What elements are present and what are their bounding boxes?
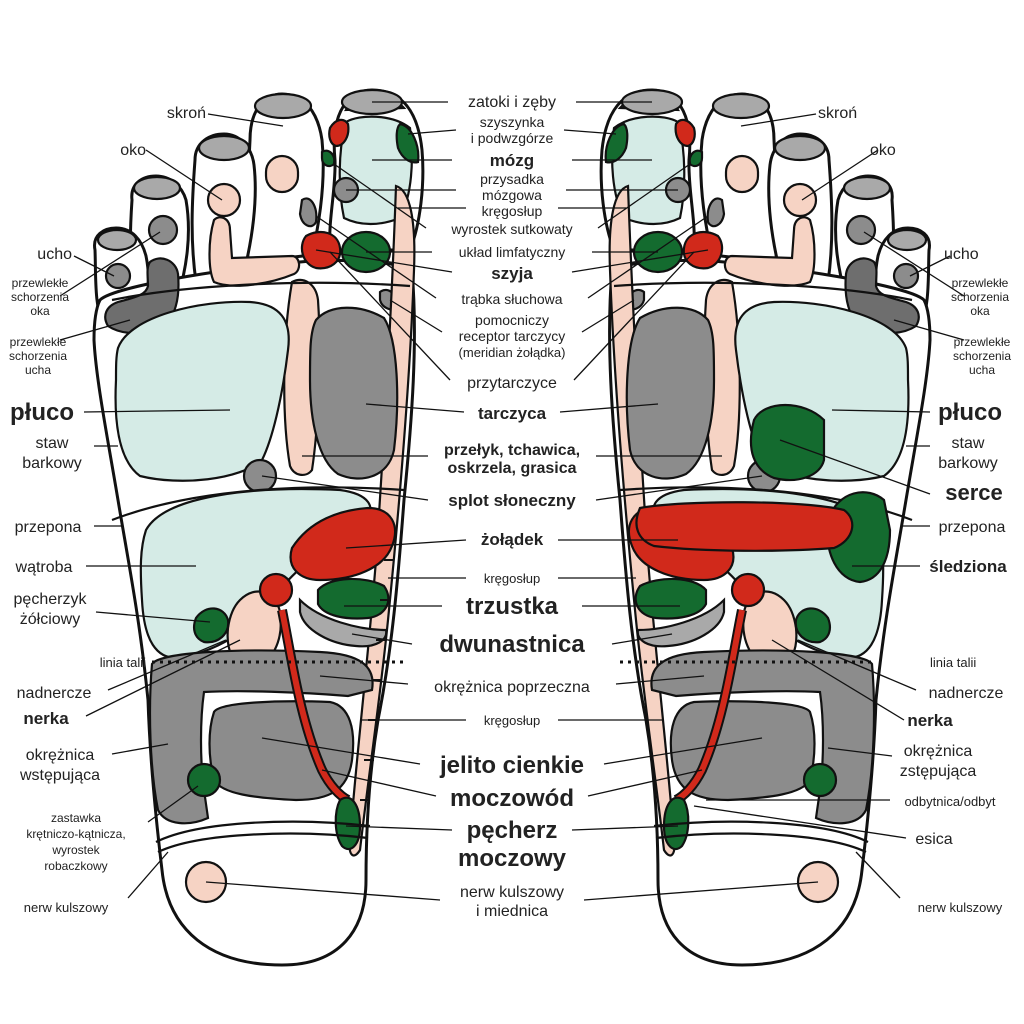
label-szyszynka-2: i podwzgórze — [471, 130, 554, 146]
left-label-chor-oka-1: przewlekłe — [12, 276, 69, 290]
left-label-chor-oka-3: oka — [30, 304, 50, 318]
right-label-przepona: przepona — [939, 519, 1006, 536]
label-przelyk-2: oskrzela, grasica — [448, 460, 577, 477]
right-label-esica: esica — [915, 831, 952, 848]
left-label-okreznica-1: okrężnica — [26, 747, 95, 764]
left-label-pluco: płuco — [10, 399, 74, 426]
right-label-chor-oka-2: schorzenia — [951, 290, 1009, 304]
right-label-nerw: nerw kulszowy — [918, 900, 1003, 915]
left-label-watroba: wątroba — [15, 559, 73, 576]
label-pomocniczy-3: (meridian żołądka) — [459, 345, 566, 360]
label-szyszynka-1: szyszynka — [480, 114, 545, 130]
right-label-sledziona: śledziona — [929, 557, 1007, 576]
label-moczowod: moczowód — [450, 785, 574, 812]
right-label-chor-oka-3: oka — [970, 304, 990, 318]
right-label-linia: linia talii — [930, 655, 976, 670]
left-label-przepona: przepona — [15, 519, 82, 536]
left-label-chor-ucha-3: ucha — [25, 363, 51, 377]
label-mozg: mózg — [490, 151, 534, 170]
left-label-zastawka-4: robaczkowy — [44, 859, 107, 873]
left-foot — [94, 90, 423, 965]
label-nerw-1: nerw kulszowy — [460, 884, 564, 901]
label-szyja: szyja — [491, 264, 533, 283]
right-label-oko: oko — [870, 142, 896, 159]
right-label-odbytnica: odbytnica/odbyt — [904, 794, 995, 809]
right-label-chor-oka-1: przewlekłe — [952, 276, 1009, 290]
left-label-nerka: nerka — [23, 709, 69, 728]
label-pomocniczy-1: pomocniczy — [475, 312, 549, 328]
right-label-chor-ucha-3: ucha — [969, 363, 995, 377]
right-label-staw-2: barkowy — [938, 455, 998, 472]
label-tarczyca: tarczyca — [478, 404, 547, 423]
label-trabka: trąbka słuchowa — [461, 291, 562, 307]
right-label-nadnercze: nadnercze — [929, 685, 1004, 702]
left-label-ucho: ucho — [37, 246, 72, 263]
label-przysadka-2: mózgowa — [482, 187, 542, 203]
right-labels: skroń oko ucho przewlekłe schorzenia oka… — [818, 105, 1011, 915]
left-label-nerw: nerw kulszowy — [24, 900, 109, 915]
left-label-linia: linia talii — [100, 655, 146, 670]
left-label-zastawka-1: zastawka — [51, 811, 101, 825]
label-kregoslup-low: kręgosłup — [484, 713, 540, 728]
left-label-nadnercze: nadnercze — [17, 685, 92, 702]
label-splot: splot słoneczny — [448, 491, 576, 510]
label-przelyk-1: przełyk, tchawica, — [444, 442, 580, 459]
label-przysadka-1: przysadka — [480, 171, 544, 187]
left-label-skron: skroń — [167, 105, 206, 122]
left-label-pecherzyk-1: pęcherzyk — [14, 591, 88, 608]
label-okreznica-poprz: okrężnica poprzeczna — [434, 679, 590, 696]
right-label-pluco: płuco — [938, 399, 1002, 426]
left-label-staw-2: barkowy — [22, 455, 82, 472]
label-kregoslup-mid: kręgosłup — [484, 571, 540, 586]
left-label-pecherzyk-2: żółciowy — [20, 611, 80, 628]
left-label-chor-ucha-1: przewlekłe — [10, 335, 67, 349]
right-label-ucho: ucho — [944, 246, 979, 263]
left-label-zastawka-2: krętniczo-kątnicza, — [26, 827, 125, 841]
label-zatoki: zatoki i zęby — [468, 94, 556, 111]
label-pomocniczy-2: receptor tarczycy — [459, 328, 566, 344]
label-trzustka: trzustka — [466, 593, 559, 620]
left-label-chor-oka-2: schorzenia — [11, 290, 69, 304]
left-label-staw-1: staw — [36, 435, 69, 452]
right-label-okreznica-2: zstępująca — [900, 763, 977, 780]
left-label-zastawka-3: wyrostek — [51, 843, 100, 857]
label-wyrostek: wyrostek sutkowaty — [450, 221, 572, 237]
right-foot — [601, 90, 930, 965]
right-label-staw-1: staw — [952, 435, 985, 452]
label-pecherz-2: moczowy — [458, 845, 567, 872]
left-label-okreznica-2: wstępująca — [19, 767, 100, 784]
label-zoladek: żołądek — [481, 530, 544, 549]
label-przytarczyce: przytarczyce — [467, 375, 557, 392]
right-label-skron: skroń — [818, 105, 857, 122]
label-pecherz-1: pęcherz — [467, 817, 558, 844]
center-labels: zatoki i zęby szyszynka i podwzgórze móz… — [434, 94, 590, 920]
label-dwunastnica: dwunastnica — [439, 631, 585, 658]
right-label-chor-ucha-1: przewlekłe — [954, 335, 1011, 349]
stomach-long — [635, 501, 854, 552]
label-kregoslup-top: kręgosłup — [482, 203, 543, 219]
left-label-chor-ucha-2: schorzenia — [9, 349, 67, 363]
right-label-nerka: nerka — [907, 711, 953, 730]
leader-lines — [59, 101, 965, 901]
label-jelito: jelito cienkie — [439, 752, 584, 779]
right-label-okreznica-1: okrężnica — [904, 743, 973, 760]
right-label-serce: serce — [945, 480, 1003, 505]
left-label-oko: oko — [120, 142, 146, 159]
label-limfatyczny: układ limfatyczny — [459, 244, 566, 260]
right-label-chor-ucha-2: schorzenia — [953, 349, 1011, 363]
label-nerw-2: i miednica — [476, 903, 548, 920]
left-labels: skroń oko ucho przewlekłe schorzenia oka… — [9, 105, 206, 915]
